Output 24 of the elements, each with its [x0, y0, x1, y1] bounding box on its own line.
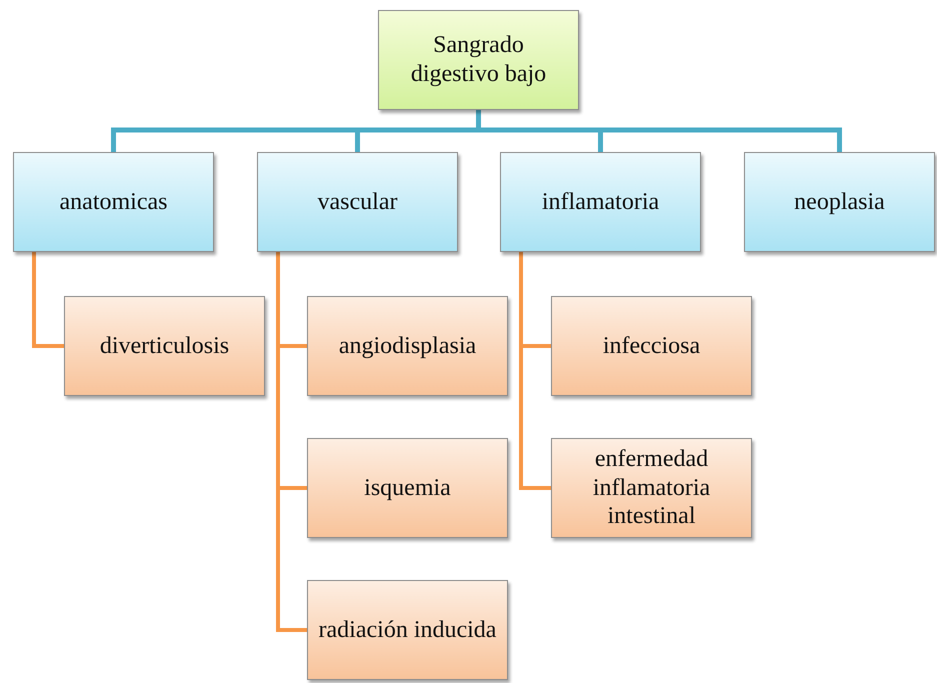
category-box: [744, 152, 935, 252]
node-label: vascular: [318, 188, 398, 216]
category-box: [500, 152, 701, 252]
cause-box: [551, 438, 752, 538]
node-label: anatomicas: [60, 188, 168, 216]
cause-box: [307, 438, 508, 538]
connector-line: [276, 252, 307, 632]
node-label: neoplasia: [794, 188, 885, 216]
root-box: [378, 10, 579, 110]
category-box: [257, 152, 458, 252]
node-label: infecciosa: [602, 332, 700, 360]
cause-box: [64, 296, 265, 396]
cause-box: [307, 580, 508, 680]
node-label: diverticulosis: [100, 332, 230, 360]
cause-box: [551, 296, 752, 396]
node-label: angiodisplasia: [338, 332, 476, 360]
category-box: [13, 152, 214, 252]
cause-box: [307, 296, 508, 396]
node-label: radiación inducida: [318, 616, 496, 644]
node-label: enfermedad inflamatoria intestinal: [592, 444, 712, 532]
connector-line: [32, 252, 64, 348]
node-label: inflamatoria: [542, 188, 660, 216]
node-label: isquemia: [364, 474, 451, 502]
node-label: Sangrado digestivo bajo: [410, 31, 548, 89]
